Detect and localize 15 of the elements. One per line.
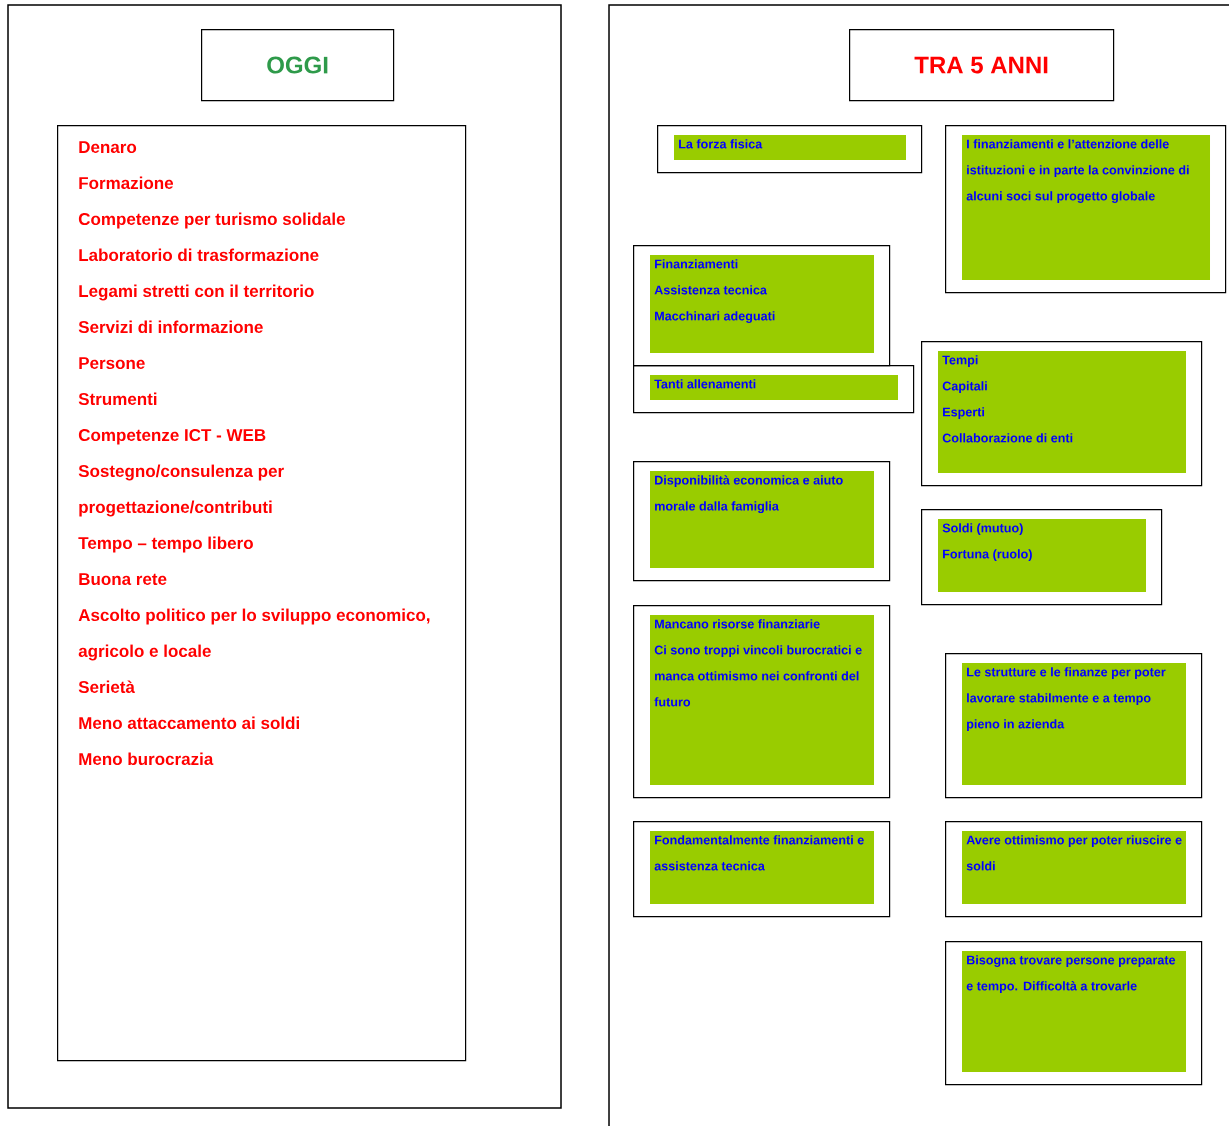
text-card: Disponibilità economica e aiuto morale dalla famiglia — [633, 461, 891, 582]
text-card: Avere ottimismo per poter riuscire e soldi — [945, 821, 1203, 918]
text-card: Tanti allenamenti — [633, 365, 915, 414]
text-card: Tempi Capitali Esperti Collaborazione di enti — [921, 341, 1203, 487]
text-card: Mancano risorse finanziarie Ci sono troppi vincoli burocratici e manca ottimismo nei confronti del futuro — [633, 605, 891, 799]
text-card: I finanziamenti e l’attenzione delle istituzioni e in parte la convinzione di alcuni soci sul progetto globale — [945, 125, 1227, 294]
text-card: La forza fisica — [657, 125, 923, 174]
text-card: Fondamentalmente finanziamenti e assistenza tecnica — [633, 821, 891, 918]
text-card: Bisogna trovare persone preparate e tempo. Difficoltà a trovarle — [945, 941, 1203, 1086]
list-box: Denaro Formazione Competenze per turismo solidale Laboratorio di trasformazione Legami stretti con il territorio Servizi di informazione Persone Strumenti Competenze ICT - WEB Sostegno/consulenza per progettazione/contributi Tempo – tempo libero Buona rete Ascolto politico per lo sviluppo economico, agricolo e locale Serietà Meno attaccamento ai soldi Meno burocrazia — [57, 125, 467, 1062]
text-card: Soldi (mutuo) Fortuna (ruolo) — [921, 509, 1163, 606]
title-box: OGGI — [201, 29, 395, 102]
text-card: Le strutture e le finanze per poter lavorare stabilmente e a tempo pieno in azienda — [945, 653, 1203, 799]
text-card: Finanziamenti Assistenza tecnica Macchinari adeguati — [633, 245, 891, 367]
title-box: TRA 5 ANNI — [849, 29, 1115, 102]
